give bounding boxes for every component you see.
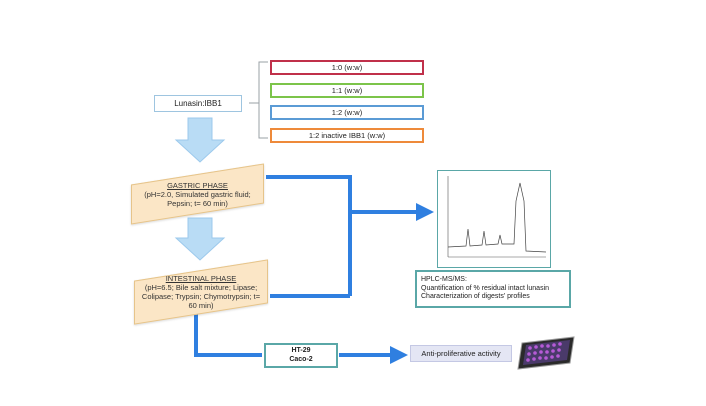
ratio-box-1-2-inactive: 1:2 inactive IBB1 (w:w)	[270, 128, 424, 143]
cell-lines-box: HT-29 Caco-2	[264, 343, 338, 368]
hplc-ms-box: HPLC-MS/MS: Quantification of % residual…	[415, 270, 571, 308]
lunasin-ibb1-box: Lunasin:IBB1	[154, 95, 242, 112]
gastric-phase-title: GASTRIC PHASE	[167, 180, 228, 190]
anti-proliferative-box: Anti-proliferative activity	[410, 345, 512, 362]
ratio-box-1-2: 1:2 (w:w)	[270, 105, 424, 120]
intestinal-to-cells-line	[194, 305, 262, 357]
hplc-line-characterization: Characterization of digests' profiles	[421, 293, 530, 301]
intestinal-phase-details: (pH=6.5; Bile salt mixture; Lipase; Coli…	[141, 283, 261, 310]
cell-line-ht29: HT-29	[291, 347, 311, 355]
hplc-title: HPLC-MS/MS:	[421, 276, 467, 284]
ratio-box-1-1: 1:1 (w:w)	[270, 83, 424, 98]
down-arrow-2	[174, 217, 226, 261]
hplc-chromatogram	[437, 170, 551, 268]
cells-to-outcome-arrowhead	[390, 346, 408, 364]
ratio-box-1-0: 1:0 (w:w)	[270, 60, 424, 75]
gastric-phase-details: (pH=2.0, Simulated gastric fluid; Pepsin…	[144, 189, 251, 208]
ratio-bracket	[249, 61, 268, 139]
gastric-to-hplc-line	[266, 175, 352, 296]
well-plate-icon	[517, 336, 575, 370]
hplc-line-quantification: Quantification of % residual intact luna…	[421, 284, 550, 292]
chromatogram-plot	[447, 176, 547, 258]
cell-line-caco2: Caco-2	[289, 355, 313, 363]
to-chromatogram-arrowhead	[416, 203, 434, 221]
intestinal-phase-title: INTESTINAL PHASE	[165, 274, 237, 283]
down-arrow-1	[174, 117, 226, 163]
